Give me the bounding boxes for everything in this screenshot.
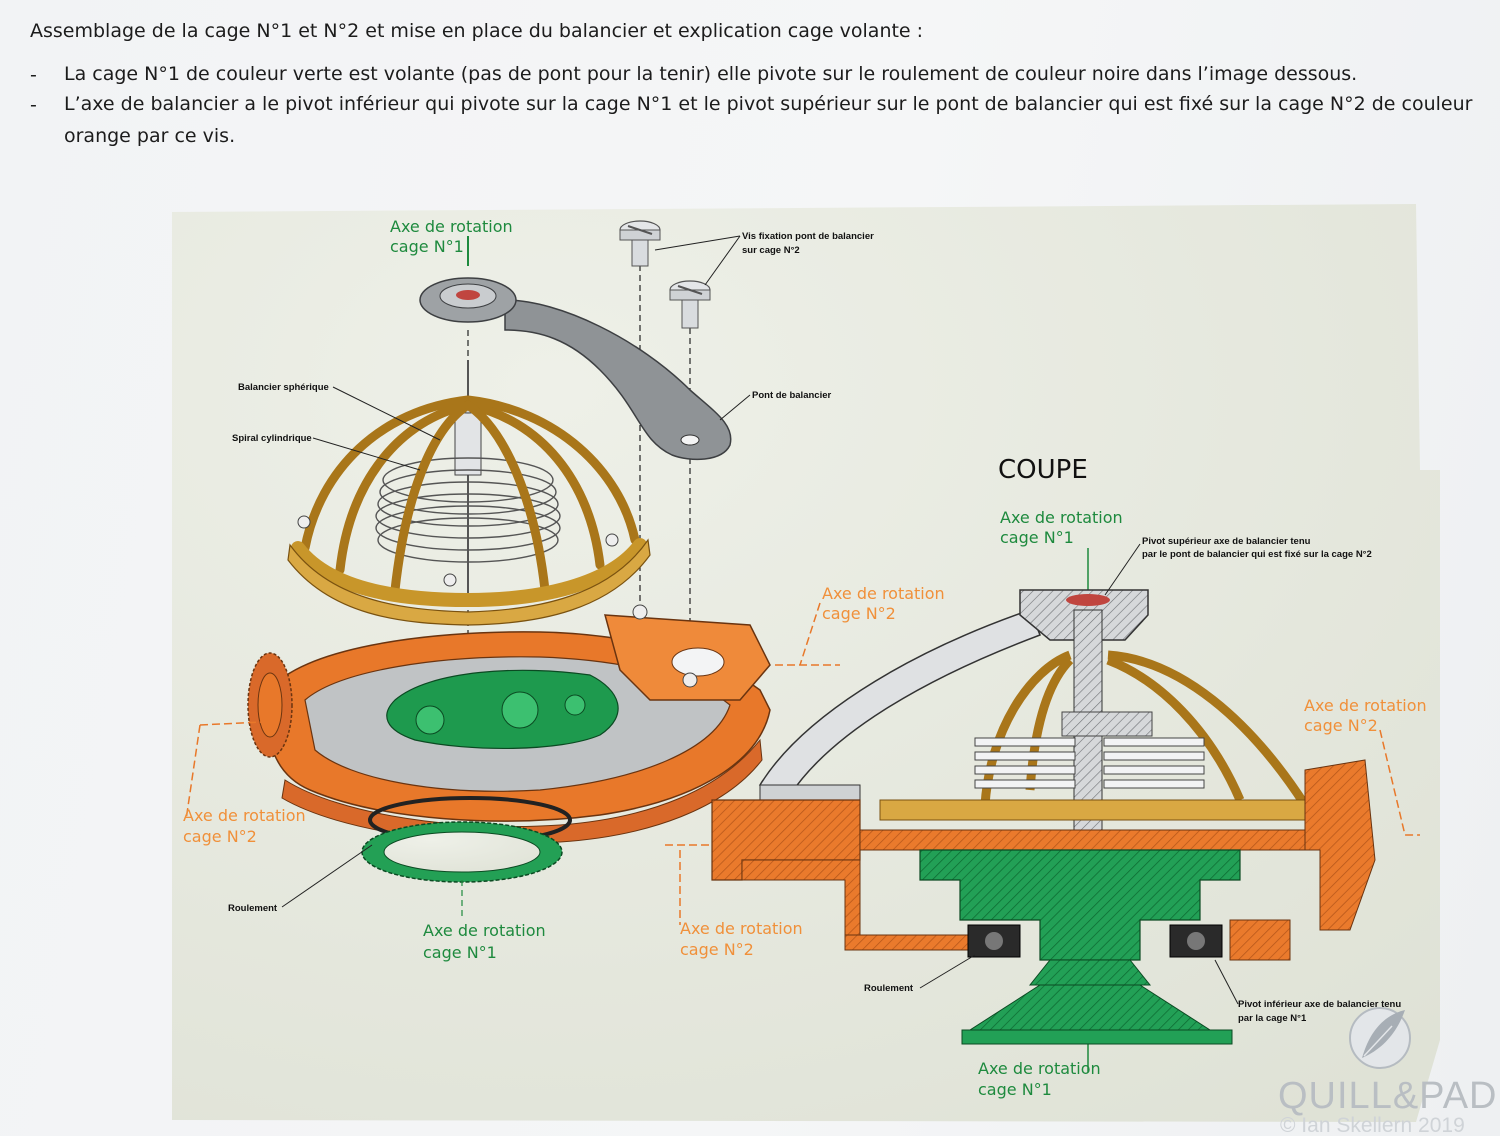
- axis-line: [665, 729, 1420, 925]
- watermark-brand: QUILL&PAD: [1278, 1075, 1497, 1117]
- lower-pivot-label: Pivot inférieur axe de balancier tenu: [1238, 999, 1401, 1010]
- watermark: QUILL&PAD © Ian Skellern 2019: [1278, 1007, 1497, 1136]
- bridge-screw: [619, 220, 661, 267]
- axis-label-cage2-left: cage N°2: [183, 827, 257, 846]
- screws-label: Vis fixation pont de balancier: [742, 231, 874, 242]
- screws-label: sur cage N°2: [742, 245, 800, 256]
- cylindrical-spiral: [375, 457, 561, 563]
- exploded-view: Axe de rotation cage N°1 Vis fixation po…: [183, 217, 945, 962]
- section-axis-label-cage1-bottom: Axe de rotation: [978, 1059, 1101, 1078]
- section-axis-label-cage1-bottom: cage N°1: [978, 1080, 1052, 1099]
- balance-screw: [605, 533, 619, 547]
- section-cage-1: [919, 849, 1241, 1045]
- section-bearing: [967, 924, 1223, 958]
- bullet-dash: -: [30, 64, 37, 86]
- lower-pivot-label: par la cage N°1: [1238, 1013, 1307, 1024]
- section-axis-label-cage2-left: cage N°2: [680, 940, 754, 959]
- axis-label-cage1-top: Axe de rotation: [390, 217, 513, 236]
- bullet-text: L’axe de balancier a le pivot inférieur …: [64, 93, 1473, 147]
- axis-line: [185, 602, 840, 821]
- quill-nib-icon: [1349, 1007, 1411, 1069]
- bearing-label: Roulement: [228, 903, 278, 914]
- spiral-label: Spiral cylindrique: [232, 433, 312, 444]
- section-axis-label-cage2-right: Axe de rotation: [1304, 696, 1427, 715]
- bullet-dash: -: [30, 94, 37, 116]
- section-title: COUPE: [998, 455, 1088, 485]
- axis-label-cage2-right: cage N°2: [822, 604, 896, 623]
- axis-label-cage1-top: cage N°1: [390, 237, 464, 256]
- section-axis-label-cage1-top: cage N°1: [1000, 528, 1074, 547]
- balance-rim: [287, 538, 651, 626]
- axis-label-cage2-right: Axe de rotation: [822, 584, 945, 603]
- bullet-text: La cage N°1 de couleur verte est volante…: [64, 63, 1358, 85]
- bridge-label: Pont de balancier: [752, 390, 831, 401]
- section-view: COUPE: [665, 455, 1427, 1099]
- axis-label-cage2-left: Axe de rotation: [183, 806, 306, 825]
- balance-bridge: [419, 277, 732, 461]
- cage-2-gear: [247, 652, 293, 758]
- section-balance-rim: [879, 799, 1311, 821]
- section-spiral: [974, 711, 1205, 789]
- section-cage-2: [711, 759, 1376, 961]
- section-bearing-label: Roulement: [864, 983, 914, 994]
- document-text: Assemblage de la cage N°1 et N°2 et mise…: [0, 0, 1500, 170]
- axis-label-cage1-bottom: Axe de rotation: [423, 921, 546, 940]
- leader-line: [919, 543, 1239, 1005]
- balance-screw: [443, 573, 457, 587]
- upper-pivot-label: par le pont de balancier qui est fixé su…: [1142, 549, 1372, 560]
- balance-label: Balancier sphérique: [238, 382, 329, 393]
- section-axis-label-cage2-right: cage N°2: [1304, 716, 1378, 735]
- leader-line: [281, 235, 751, 908]
- watermark-credit: © Ian Skellern 2019: [1280, 1114, 1465, 1136]
- axis-label-cage1-bottom: cage N°1: [423, 943, 497, 962]
- document-heading: Assemblage de la cage N°1 et N°2 et mise…: [30, 20, 924, 42]
- spherical-balance: [291, 395, 647, 608]
- balance-screw: [297, 515, 311, 529]
- upper-pivot-label: Pivot supérieur axe de balancier tenu: [1142, 536, 1311, 547]
- section-axis-label-cage1-top: Axe de rotation: [1000, 508, 1123, 527]
- section-axis-label-cage2-left: Axe de rotation: [680, 919, 803, 938]
- bridge-screw: [669, 280, 711, 329]
- cage-1-exploded: [386, 669, 619, 750]
- cage-1-wheel: [361, 821, 563, 883]
